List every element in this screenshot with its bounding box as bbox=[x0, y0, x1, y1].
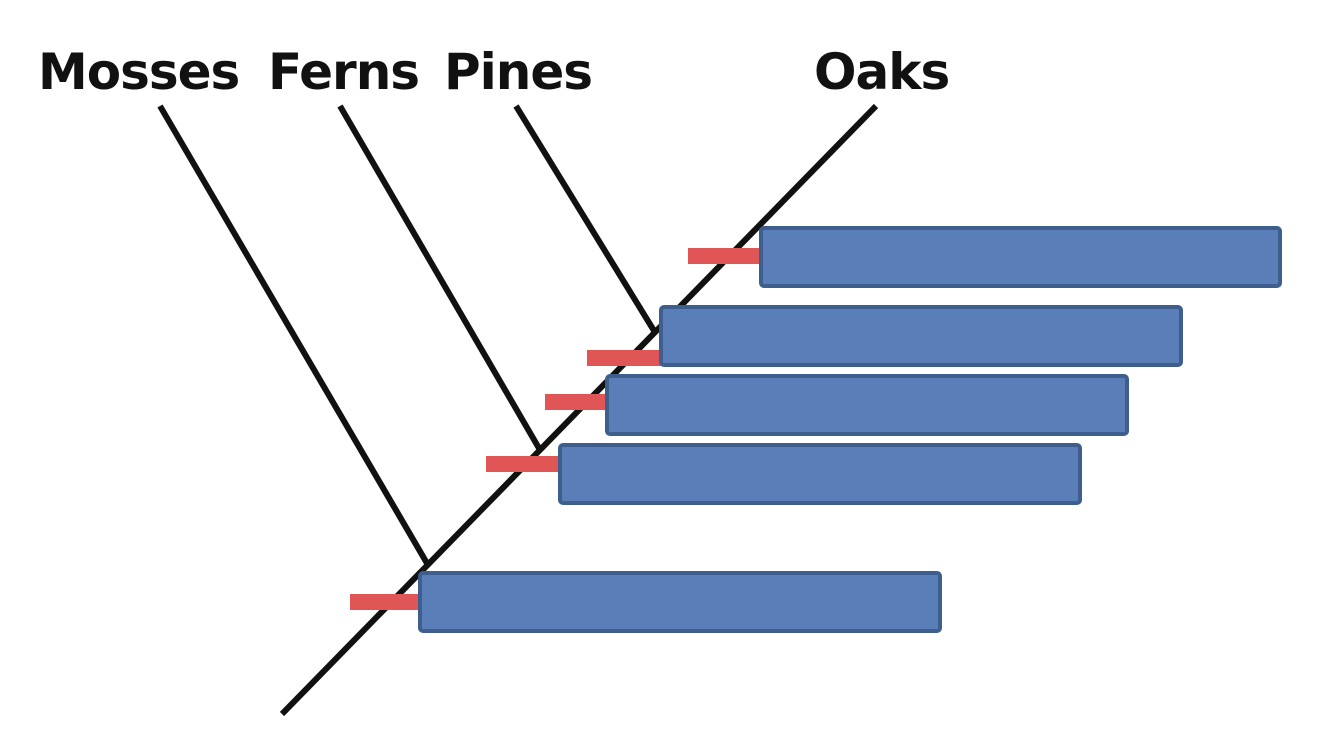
trait-box bbox=[659, 305, 1183, 367]
trait-marker bbox=[545, 394, 609, 410]
branch-mosses bbox=[157, 104, 431, 567]
trait-box bbox=[558, 443, 1082, 505]
trait-box bbox=[418, 571, 942, 633]
trait-marker bbox=[350, 594, 422, 610]
trait-marker bbox=[486, 456, 560, 472]
branch-ferns bbox=[337, 104, 543, 452]
branch-pines bbox=[513, 104, 659, 336]
trait-marker bbox=[587, 350, 663, 366]
trait-box bbox=[605, 374, 1129, 436]
trait-box bbox=[759, 226, 1282, 288]
taxon-label-oaks: Oaks bbox=[814, 43, 950, 101]
taxon-label-mosses: Mosses bbox=[38, 43, 240, 101]
taxon-label-pines: Pines bbox=[444, 43, 593, 101]
trait-marker bbox=[688, 248, 762, 264]
taxon-label-ferns: Ferns bbox=[268, 43, 420, 101]
